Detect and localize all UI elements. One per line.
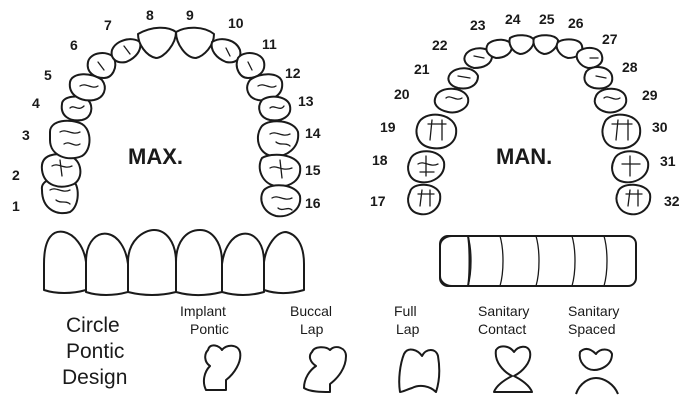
tooth-number-8: 8 xyxy=(146,7,154,23)
pontic-option-implant-line-1: Implant xyxy=(180,303,226,319)
pontic-option-full-line-1: Full xyxy=(394,303,417,319)
tooth-number-5: 5 xyxy=(44,67,52,83)
tooth-10[interactable] xyxy=(212,39,241,62)
tooth-number-23: 23 xyxy=(470,17,486,33)
mandibular-bridge-view xyxy=(440,236,636,286)
sanitary-contact-shape xyxy=(494,346,532,392)
max-arch-label: MAX. xyxy=(128,144,183,169)
sanitary-spaced-ridge xyxy=(576,378,618,394)
tooth-number-28: 28 xyxy=(622,59,638,75)
pontic-option-contact-line-1: Sanitary xyxy=(478,303,529,319)
full-lap-shape xyxy=(399,350,439,392)
tooth-number-25: 25 xyxy=(539,11,555,27)
tooth-number-10: 10 xyxy=(228,15,244,31)
tooth-number-19: 19 xyxy=(380,119,396,135)
tooth-28[interactable] xyxy=(584,67,612,88)
tooth-17[interactable] xyxy=(408,185,440,215)
tooth-14[interactable] xyxy=(258,121,298,156)
tooth-number-1: 1 xyxy=(12,198,20,214)
tooth-20[interactable] xyxy=(435,89,468,113)
tooth-9[interactable] xyxy=(176,28,214,58)
tooth-19[interactable] xyxy=(417,115,457,149)
tooth-number-24: 24 xyxy=(505,11,521,27)
tooth-number-17: 17 xyxy=(370,193,386,209)
pontic-option-spaced-line-1: Sanitary xyxy=(568,303,619,319)
tooth-number-30: 30 xyxy=(652,119,668,135)
implant-pontic-shape xyxy=(204,345,240,390)
tooth-6[interactable] xyxy=(88,53,116,78)
tooth-number-11: 11 xyxy=(262,36,277,52)
tooth-32[interactable] xyxy=(617,185,651,215)
man-arch-label: MAN. xyxy=(496,144,552,169)
tooth-number-22: 22 xyxy=(432,37,448,53)
tooth-number-31: 31 xyxy=(660,153,676,169)
tooth-3[interactable] xyxy=(50,121,90,159)
pontic-option-buccal-line-2: Lap xyxy=(300,321,324,337)
tooth-13[interactable] xyxy=(259,97,290,121)
tooth-number-14: 14 xyxy=(305,125,321,141)
tooth-number-13: 13 xyxy=(298,93,314,109)
tooth-number-3: 3 xyxy=(22,127,30,143)
pontic-design-title: Circle Pontic Design xyxy=(62,314,127,389)
tooth-number-21: 21 xyxy=(414,61,430,77)
tooth-29[interactable] xyxy=(595,89,626,113)
pontic-option-buccal-line-1: Buccal xyxy=(290,303,332,319)
tooth-number-20: 20 xyxy=(394,86,410,102)
tooth-number-7: 7 xyxy=(104,17,112,33)
pontic-option-sanitary-spaced[interactable]: Sanitary Spaced xyxy=(568,303,619,394)
tooth-21[interactable] xyxy=(448,68,478,88)
tooth-7[interactable] xyxy=(112,39,141,62)
pontic-option-implant[interactable]: Implant Pontic xyxy=(180,303,240,390)
pontic-option-spaced-line-2: Spaced xyxy=(568,321,615,337)
tooth-number-15: 15 xyxy=(305,162,321,178)
tooth-23[interactable] xyxy=(486,40,512,58)
pontic-option-full-lap[interactable]: Full Lap xyxy=(394,303,439,392)
tooth-number-labels: 1 2 3 4 5 6 7 8 9 10 11 12 13 14 15 16 1… xyxy=(12,7,680,214)
tooth-number-2: 2 xyxy=(12,167,20,183)
tooth-number-27: 27 xyxy=(602,31,618,47)
tooth-number-6: 6 xyxy=(70,37,78,53)
pontic-title-line-2: Pontic xyxy=(66,340,124,363)
pontic-option-full-line-2: Lap xyxy=(396,321,420,337)
tooth-16[interactable] xyxy=(261,185,300,216)
tooth-number-29: 29 xyxy=(642,87,658,103)
tooth-number-16: 16 xyxy=(305,195,321,211)
maxillary-bridge-view xyxy=(44,230,304,295)
maxillary-arch xyxy=(42,28,300,217)
buccal-lap-shape xyxy=(304,347,346,392)
pontic-option-contact-line-2: Contact xyxy=(478,321,526,337)
sanitary-spaced-shape xyxy=(580,349,612,370)
tooth-number-32: 32 xyxy=(664,193,680,209)
tooth-number-9: 9 xyxy=(186,7,194,23)
tooth-24[interactable] xyxy=(509,35,534,54)
tooth-number-26: 26 xyxy=(568,15,584,31)
pontic-option-buccal-lap[interactable]: Buccal Lap xyxy=(290,303,346,392)
tooth-30[interactable] xyxy=(603,115,641,149)
tooth-number-12: 12 xyxy=(285,65,301,81)
pontic-option-implant-line-2: Pontic xyxy=(190,321,229,337)
pontic-title-line-3: Design xyxy=(62,366,127,389)
tooth-8[interactable] xyxy=(138,28,176,58)
tooth-number-4: 4 xyxy=(32,95,40,111)
pontic-option-sanitary-contact[interactable]: Sanitary Contact xyxy=(478,303,532,392)
pontic-title-line-1: Circle xyxy=(66,314,120,337)
tooth-number-18: 18 xyxy=(372,152,388,168)
tooth-25[interactable] xyxy=(533,35,558,54)
mandibular-arch xyxy=(408,35,650,214)
